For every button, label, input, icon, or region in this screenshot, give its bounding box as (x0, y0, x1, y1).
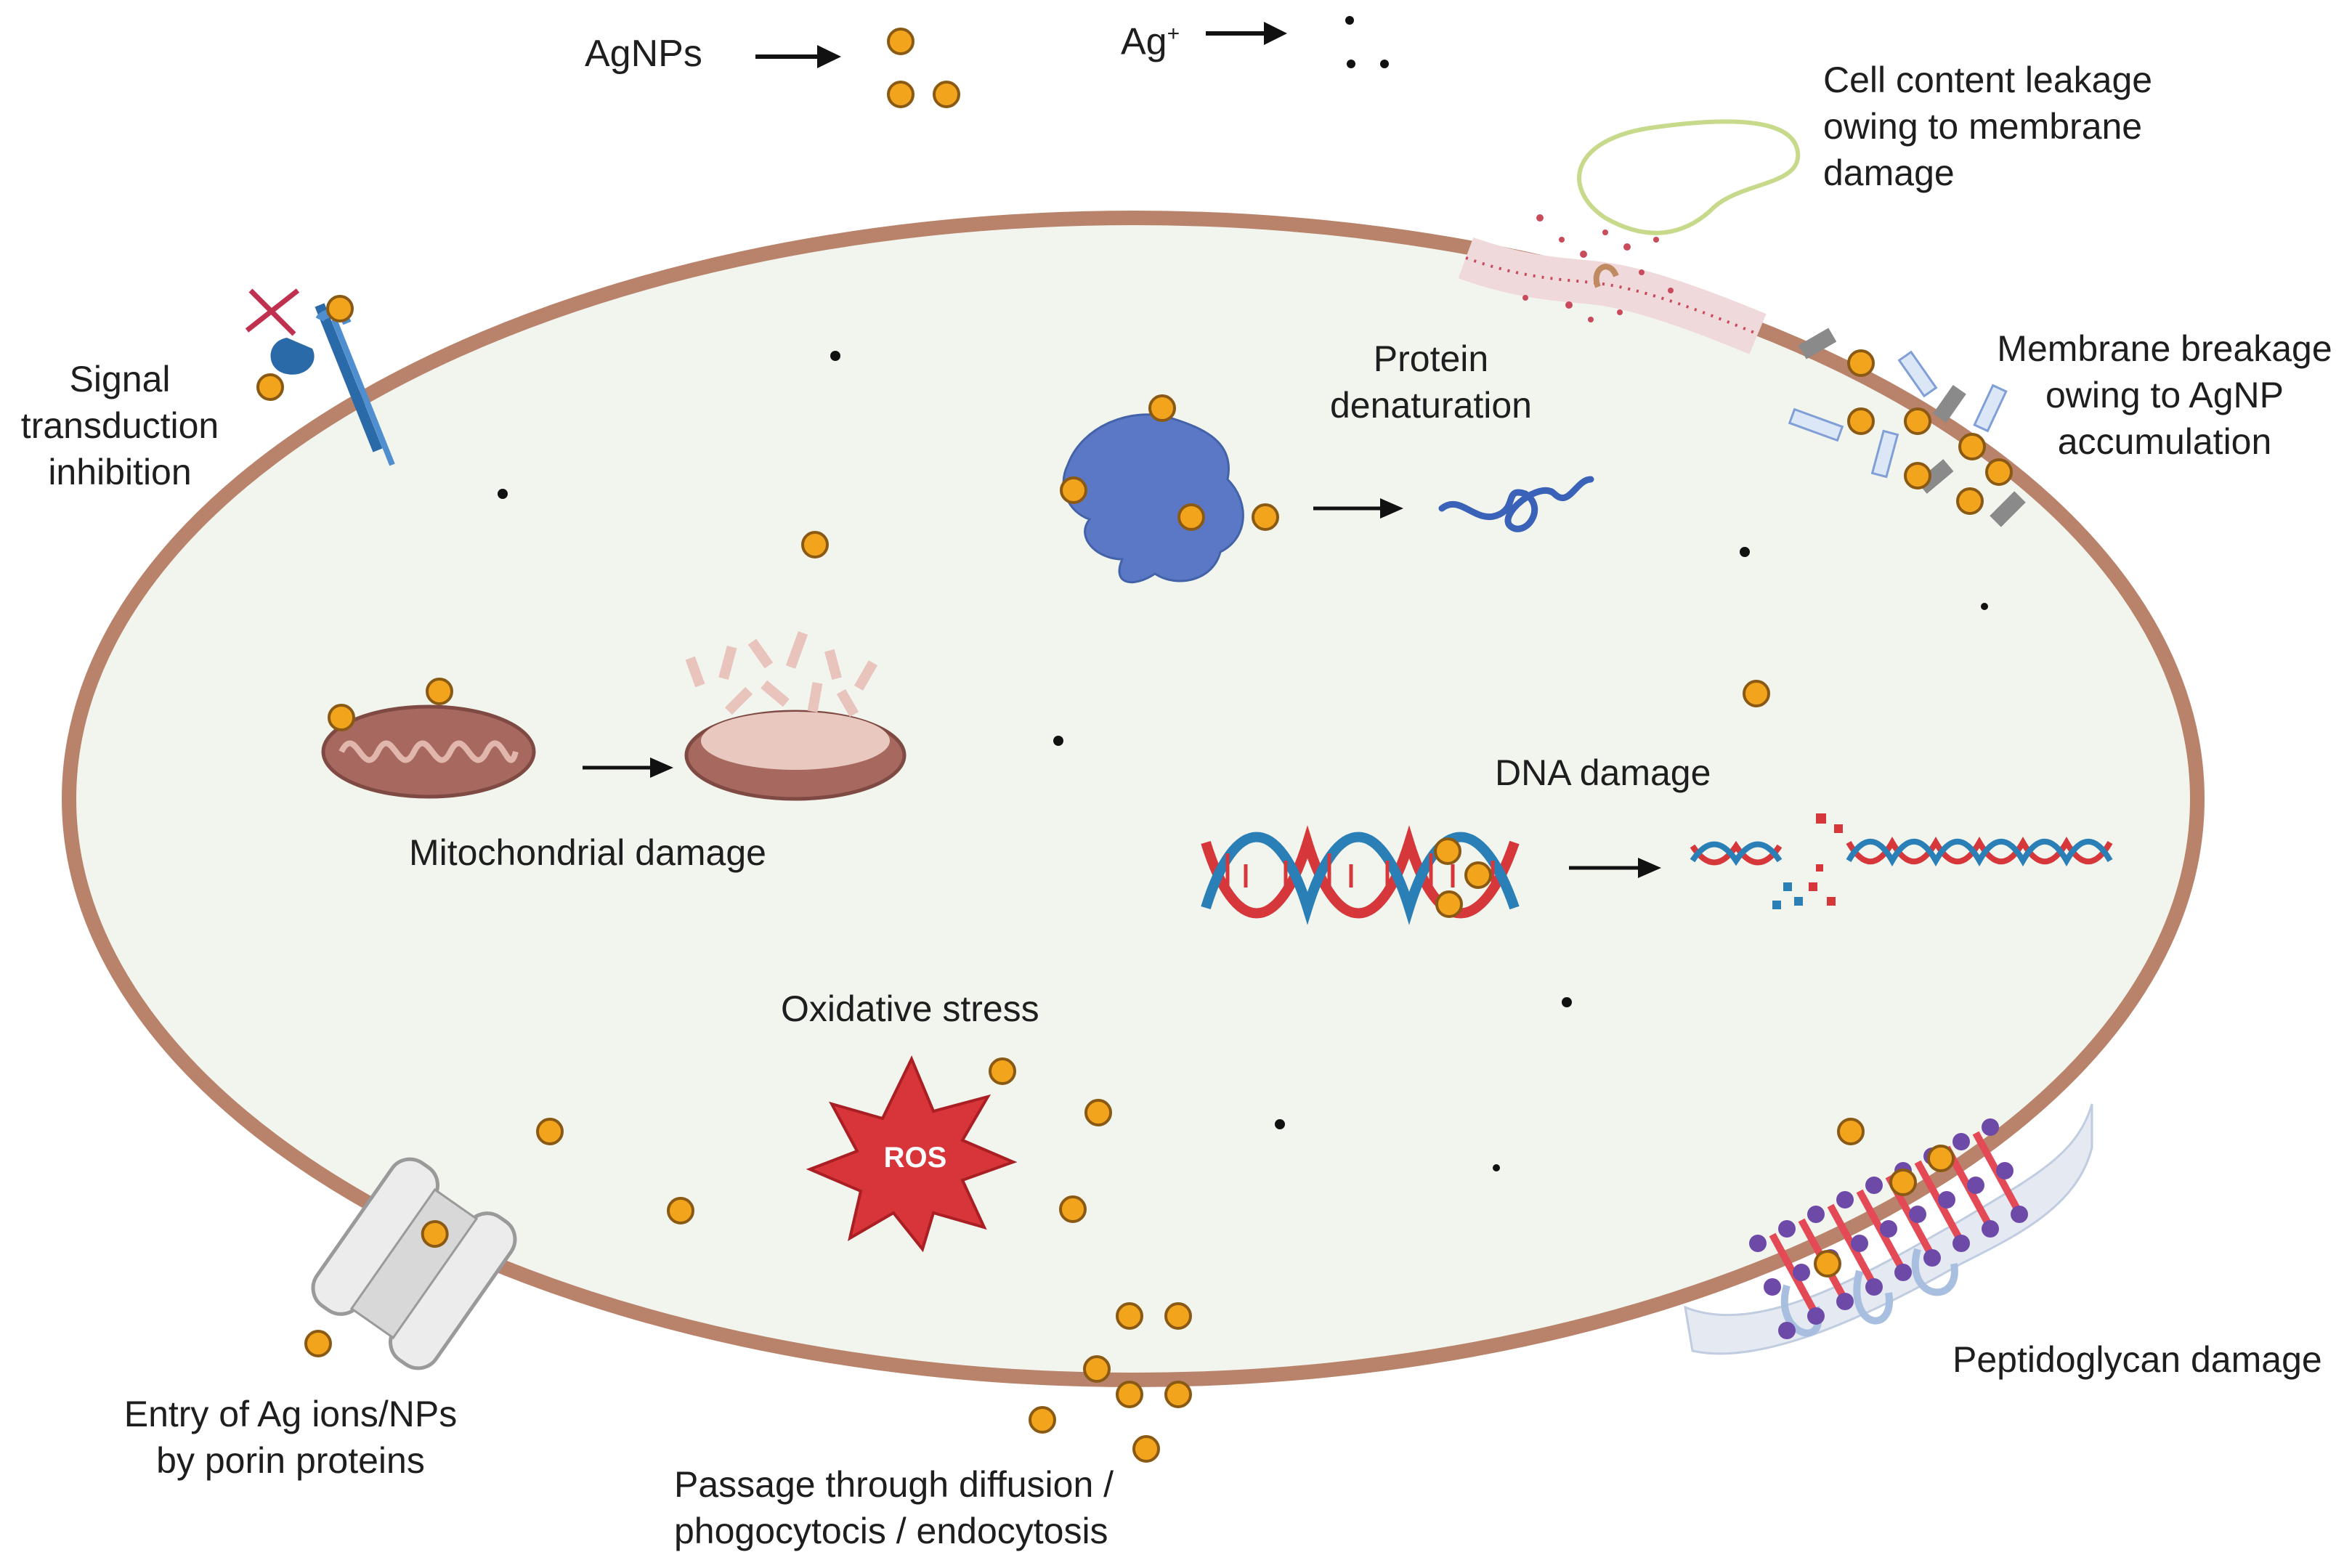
membrane-breakage-illustration (1788, 328, 2026, 527)
mitochondrial-damage-label: Mitochondrial damage (409, 832, 766, 873)
scattered-nanoparticles (304, 531, 1865, 1463)
agnps-label: AgNPs (585, 33, 702, 75)
nanoparticle (933, 81, 960, 108)
silver-ions (1345, 16, 1389, 68)
mitochondria-arrow (583, 757, 673, 778)
ag-ion-arrow (1206, 22, 1287, 45)
leakage-illustration (1458, 119, 1801, 354)
oxidative-stress-label: Oxidative stress (781, 988, 1039, 1029)
protein-illustration (1060, 394, 1279, 584)
dna-arrow (1569, 858, 1661, 878)
scattered-ions (498, 351, 1988, 1171)
porin-entry-label: Entry of Ag ions/NPs by porin proteins (123, 1394, 458, 1481)
membrane-breakage-label: Membrane breakage owing to AgNP accumula… (1997, 328, 2332, 462)
dna-damaged (1690, 813, 2113, 909)
protein-arrow (1313, 498, 1403, 519)
denatured-protein (1438, 476, 1594, 532)
ros-label: ROS (883, 1142, 947, 1174)
ag-ion-charge: + (1167, 22, 1180, 46)
bacterial-cell (62, 211, 2205, 1387)
cell-content-leakage-label: Cell content leakage owing to membrane d… (1823, 60, 2153, 193)
mitochondria-damaged (684, 631, 907, 801)
agnp-cluster (887, 28, 960, 108)
dna-damage-label: DNA damage (1495, 752, 1711, 793)
agnps-arrow (755, 45, 841, 68)
peptidoglycan-illustration (1684, 1103, 2093, 1355)
signal-transduction-label: Signal transduction inhibition (20, 359, 219, 492)
nanoparticle (887, 28, 915, 55)
ag-ion-label: Ag+ (1121, 20, 1180, 63)
ros-burst (806, 1055, 1018, 1253)
porin-protein (311, 1157, 517, 1370)
mitochondria-healthy (321, 678, 536, 799)
leaked-content-outline (1577, 119, 1801, 235)
protein-denaturation-label: Protein denaturation (1329, 338, 1532, 426)
nanoparticle (887, 81, 915, 108)
receptor-illustration (245, 288, 395, 466)
leakage-droplets (1522, 214, 1674, 322)
dna-intact (1201, 825, 1520, 925)
passage-label: Passage through diffusion / phogocytocis… (674, 1464, 1114, 1551)
peptidoglycan-damage-label: Peptidoglycan damage (1952, 1339, 2322, 1380)
